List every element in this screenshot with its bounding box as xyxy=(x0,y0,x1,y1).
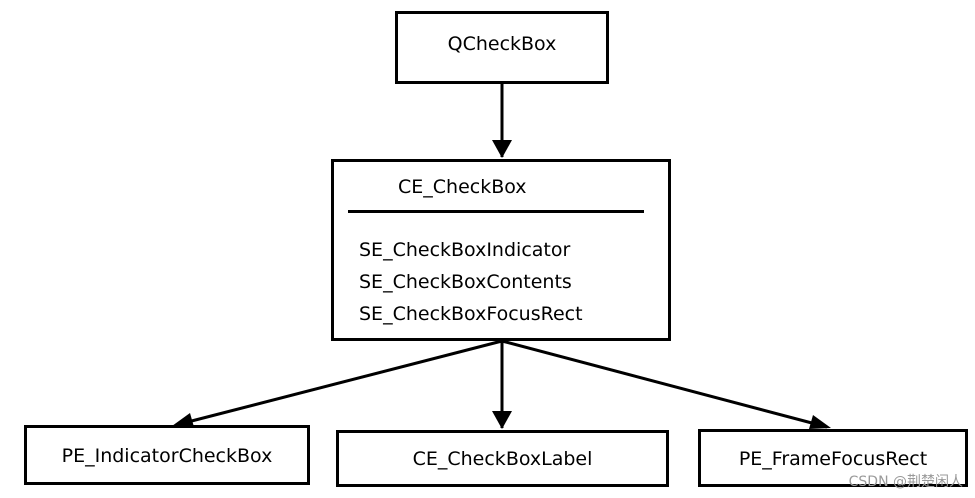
qcheckbox-label: QCheckBox xyxy=(447,33,557,55)
subelement-focus-rect: SE_CheckBoxFocusRect xyxy=(359,303,583,325)
ce-checkbox-subelements: SE_CheckBoxIndicator SE_CheckBoxContents… xyxy=(359,234,583,330)
watermark: CSDN @荆楚闲人 xyxy=(848,474,963,490)
qcheckbox-node: QCheckBox xyxy=(395,11,609,84)
pe-frame-focus-rect-node: PE_FrameFocusRect xyxy=(698,429,968,487)
arrowhead-ce-label xyxy=(492,411,512,429)
arrowhead-ce-checkbox xyxy=(492,140,512,158)
edge-ce-checkbox-to-pe-indicator xyxy=(175,339,503,427)
ce-checkbox-label-text: CE_CheckBoxLabel xyxy=(412,448,593,470)
ce-checkbox-divider xyxy=(348,210,644,213)
ce-checkbox-label-node: CE_CheckBoxLabel xyxy=(336,430,669,487)
ce-checkbox-node: CE_CheckBox SE_CheckBoxIndicator SE_Chec… xyxy=(331,159,671,341)
edge-ce-checkbox-to-pe-frame xyxy=(501,339,828,429)
subelement-indicator: SE_CheckBoxIndicator xyxy=(359,239,571,261)
arrowhead-pe-indicator xyxy=(172,413,194,427)
pe-indicator-checkbox-label: PE_IndicatorCheckBox xyxy=(61,445,273,467)
ce-checkbox-title: CE_CheckBox xyxy=(398,176,527,198)
arrowhead-pe-frame xyxy=(809,415,831,429)
pe-indicator-checkbox-node: PE_IndicatorCheckBox xyxy=(24,425,310,485)
pe-frame-focus-rect-label: PE_FrameFocusRect xyxy=(738,448,928,470)
subelement-contents: SE_CheckBoxContents xyxy=(359,271,572,293)
